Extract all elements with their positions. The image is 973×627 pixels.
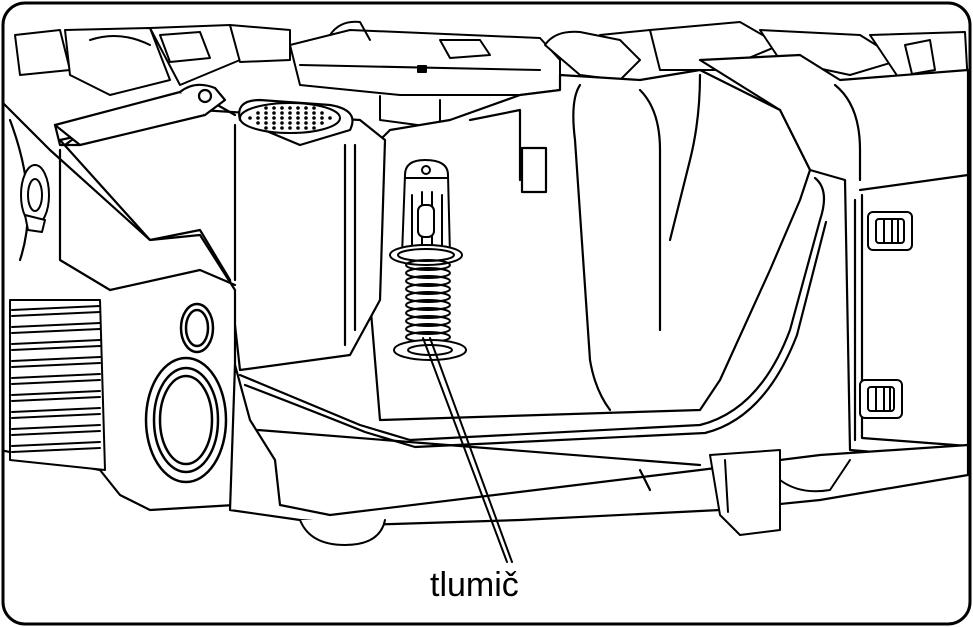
grille-slat [11,305,101,317]
vent-hole [264,126,268,130]
vent-hole [288,121,292,125]
vent-hole [296,116,300,120]
vent-hole [272,116,276,120]
vent-hole [312,116,316,120]
grille-slat [11,407,101,419]
vent-hole [280,106,284,110]
vent-hole [320,121,324,125]
vent-hole [328,116,332,120]
vent-hole [280,116,284,120]
vent-hole [272,106,276,110]
vent-hole [280,111,284,115]
vent-hole [320,116,324,120]
vent-hole [264,121,268,125]
vent-hole [296,106,300,110]
vent-hole [288,116,292,120]
grille-slat [11,441,101,453]
indicator-knob [179,302,215,354]
vent-hole [312,121,316,125]
spring-coil [405,299,451,311]
vent-hole [272,111,276,115]
grille-slat [11,390,101,402]
vent-hole [264,106,268,110]
grille-slat [11,424,101,436]
vent-hole [280,121,284,125]
vent-hole [312,111,316,115]
side-clip-lower [859,379,903,419]
vent-hole [304,111,308,115]
spring-coil [405,315,451,327]
vent-hole [248,116,252,120]
damper-callout-label: tlumič [430,566,519,604]
vent-hole [296,121,300,125]
bottom-bracket-right [709,449,851,536]
vent-hole [280,126,284,130]
vent-hole [288,111,292,115]
spring-coil [405,267,451,279]
spring-coil [405,283,451,295]
vent-hole [320,111,324,115]
grille-slats [9,299,106,471]
vent-hole [312,126,316,130]
vent-hole [304,116,308,120]
grille-slat [11,322,101,334]
vent-hole [264,116,268,120]
damper-assembly [389,159,467,361]
spring-coil [405,291,451,303]
grille-slat [11,373,101,385]
top-left-frame [14,24,291,96]
vent-hole [304,106,308,110]
grille-slat [11,356,101,368]
base-rim [228,176,970,527]
side-clip-upper [867,211,913,251]
vent-hole [256,121,260,125]
vent-hole [256,111,260,115]
bottom-wheel-left [299,519,386,546]
vent-hole [272,126,276,130]
spring-coil [405,259,451,271]
spring-coil [405,323,451,335]
vent-hole [304,126,308,130]
callout-leader-line [422,337,513,563]
top-left-handle [53,83,227,147]
vent-hole [264,111,268,115]
spring-coil [405,307,451,319]
central-tank [368,68,812,422]
vent-hole [296,111,300,115]
vent-grille [239,102,341,134]
spring-coil [405,275,451,287]
left-latch [20,164,50,233]
vent-hole [312,106,316,110]
vent-hole [288,106,292,110]
vent-hole [304,121,308,125]
vent-hole [272,121,276,125]
vent-hole [296,126,300,130]
grille-slat [11,339,101,351]
large-round-port [144,356,228,484]
vent-hole [288,126,292,130]
vent-hole [256,116,260,120]
